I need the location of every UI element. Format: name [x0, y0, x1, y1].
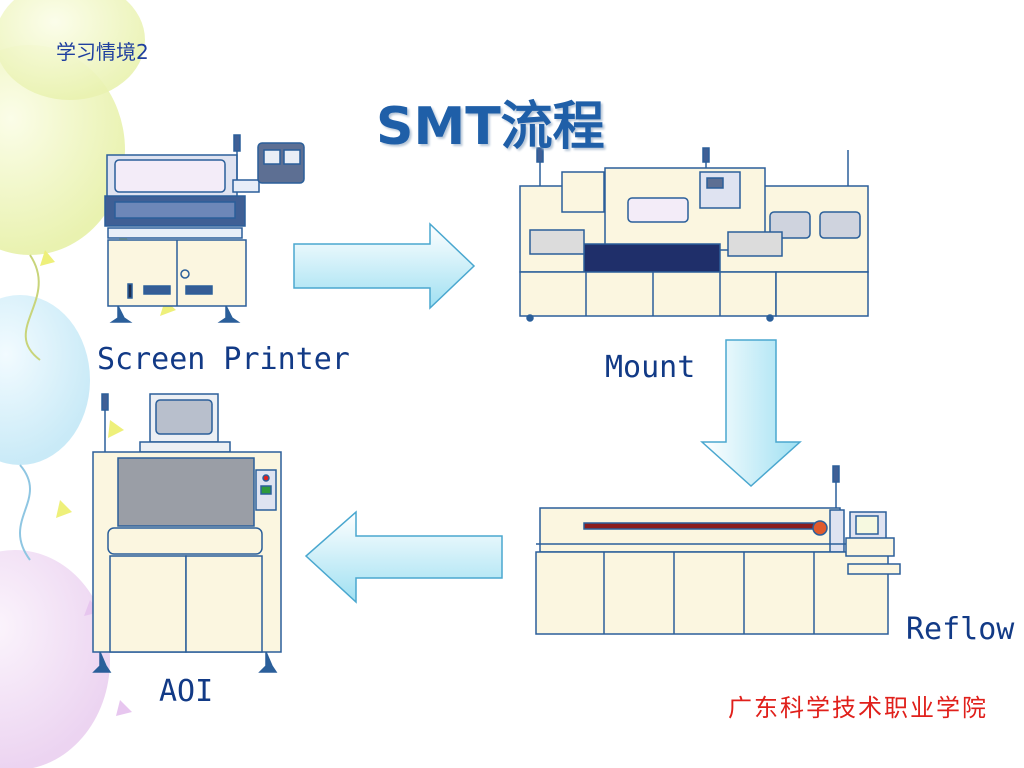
step-label-mount: Mount [605, 350, 696, 385]
slide-title: SMT流程 [376, 97, 605, 157]
step-label-reflow: Reflow [906, 612, 1015, 647]
step-label-screen-printer: Screen Printer [97, 342, 350, 377]
step-label-aoi: AOI [159, 674, 214, 709]
balloon-string [19, 464, 31, 561]
arrow-left-icon [304, 510, 503, 604]
section-label: 学习情境2 [56, 40, 149, 64]
balloon-shape [0, 550, 110, 768]
balloon-shape [0, 295, 90, 465]
arrow-down-icon [700, 339, 802, 488]
balloon-string [24, 254, 41, 361]
balloon-shape [0, 0, 145, 100]
balloon-shape [0, 45, 125, 255]
arrow-right-icon [293, 222, 476, 310]
footer-institution: 广东科学技术职业学院 [728, 694, 988, 722]
